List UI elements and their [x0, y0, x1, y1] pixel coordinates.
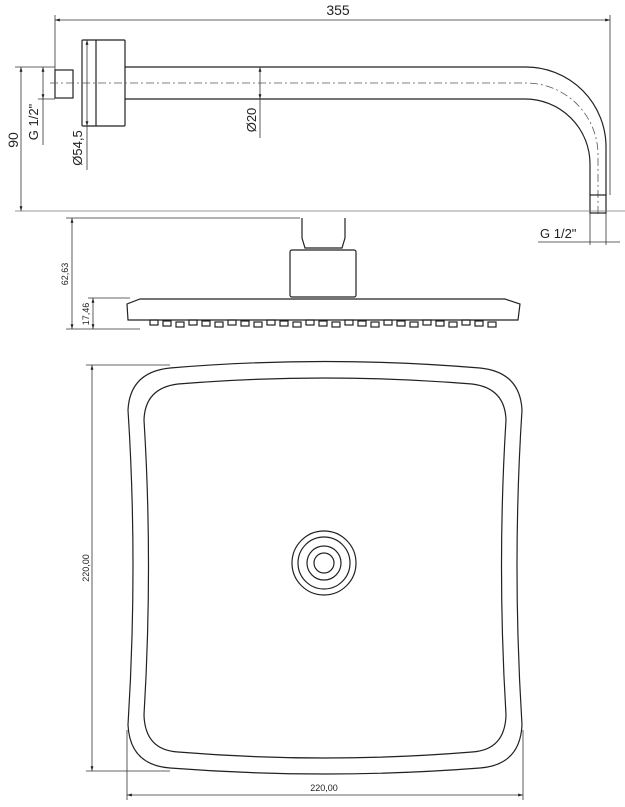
nozzle: [214, 321, 224, 328]
height-dimension: 90: [5, 132, 21, 148]
total-height-dimension: 62,63: [60, 263, 70, 286]
nozzle: [461, 319, 471, 326]
plan-width-dimension: 220,00: [310, 783, 338, 793]
nozzle: [474, 320, 484, 327]
nozzle: [435, 320, 445, 327]
thread-nipple: [54, 69, 74, 99]
nozzle: [422, 319, 432, 326]
nozzle: [175, 321, 185, 328]
nozzle: [305, 319, 315, 326]
nozzle: [279, 320, 289, 327]
nozzle: [396, 320, 406, 327]
shower-head-plan-view: 220,00 220,00: [81, 360, 524, 800]
nozzle: [162, 320, 172, 327]
nozzle: [188, 319, 198, 326]
head-height-dimension: 17,46: [81, 303, 91, 326]
plan-height-dimension: 220,00: [81, 554, 91, 582]
nozzle: [253, 321, 263, 328]
nozzle: [357, 320, 367, 327]
nozzle: [227, 319, 237, 326]
pipe: [125, 66, 607, 195]
nozzle: [370, 321, 380, 328]
nozzle: [344, 319, 354, 326]
nozzle: [149, 319, 159, 326]
length-dimension: 355: [326, 2, 350, 18]
nozzle: [409, 321, 419, 328]
nozzle: [266, 319, 276, 326]
nozzle: [448, 321, 458, 328]
head-plate: [126, 298, 521, 321]
shower-head-side-view: 62,63 17,46: [60, 217, 521, 330]
shower-arm-view: 355 90 G 1/2" Ø54,5 Ø20 G 1/2": [5, 2, 625, 245]
nozzle: [318, 320, 328, 327]
flange-diameter-dimension: Ø54,5: [70, 130, 85, 165]
nozzle: [201, 320, 211, 327]
thread-right-dimension: G 1/2": [540, 226, 577, 241]
center-connector: [291, 530, 357, 596]
thread-left-dimension: G 1/2": [26, 103, 41, 140]
head-connector: [289, 249, 357, 298]
nozzle: [487, 321, 497, 328]
nozzle: [383, 319, 393, 326]
nozzles: [149, 319, 497, 328]
outlet-fitting: [589, 194, 607, 214]
nozzle: [331, 321, 341, 328]
pipe-diameter-dimension: Ø20: [244, 108, 259, 133]
nozzle: [292, 321, 302, 328]
nozzle: [240, 320, 250, 327]
head-inner-outline: [143, 377, 507, 759]
head-outline: [127, 360, 523, 775]
